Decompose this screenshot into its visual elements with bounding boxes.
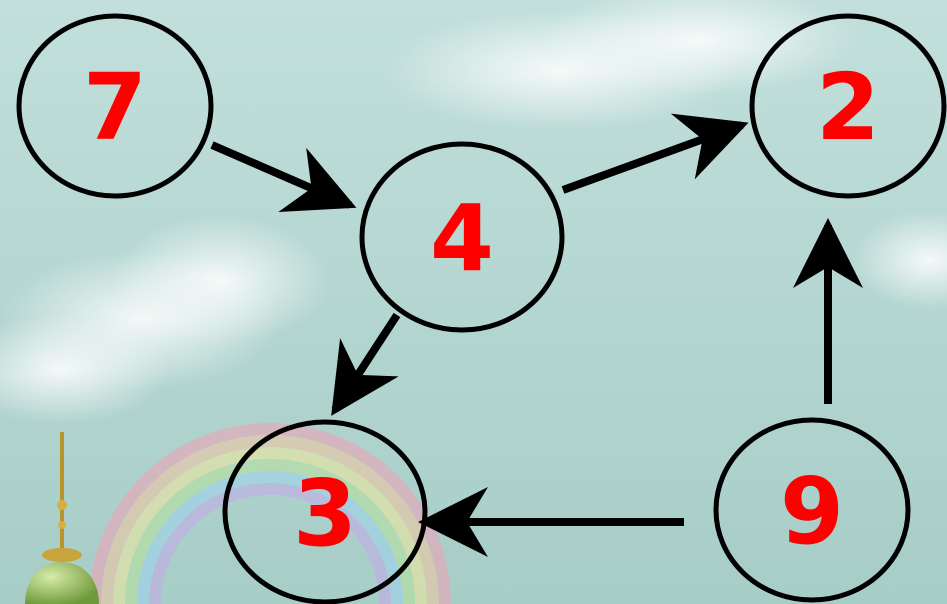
edges [210,113,863,557]
node-circle [222,419,428,604]
edge-n7-to-n4 [210,141,357,212]
node-9: 9 [713,417,911,603]
node-label: 9 [780,458,844,565]
edge-n4-to-n3 [331,312,401,416]
decorative-tower [25,432,99,604]
node-circle [749,13,947,199]
node-7: 7 [16,13,214,199]
node-circle [359,141,565,333]
node-label: 2 [816,54,880,161]
edge-n4-to-n2 [561,113,749,194]
clouds [0,0,947,425]
node-4: 4 [359,141,565,333]
nodes: 7 4 2 3 9 [16,13,947,604]
node-3: 3 [222,419,428,604]
node-label: 7 [83,54,147,161]
node-label: 4 [430,185,494,292]
node-label: 3 [293,460,357,567]
node-circle [713,417,911,603]
node-2: 2 [749,13,947,199]
node-circle [16,13,214,199]
